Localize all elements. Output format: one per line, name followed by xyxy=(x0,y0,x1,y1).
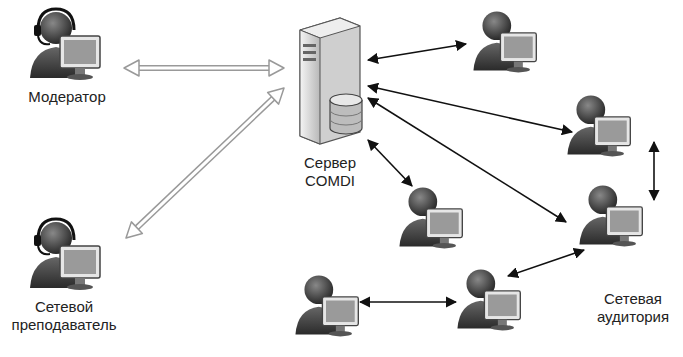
moderator-icon xyxy=(30,9,100,80)
node-caption: Сервер COMDI xyxy=(295,154,365,190)
teacher-icon xyxy=(30,219,100,290)
group-label: Сетевая аудитория xyxy=(588,290,678,326)
double-arrow xyxy=(126,88,284,238)
server-icon xyxy=(300,18,362,144)
server-node: Сервер COMDI xyxy=(282,18,378,190)
network-link xyxy=(360,44,654,302)
user-icon xyxy=(295,11,642,336)
node-caption: Модератор xyxy=(15,88,119,106)
user-node: Модератор xyxy=(12,6,122,106)
user-node: Сетевой преподаватель xyxy=(4,216,124,334)
node-caption: Сетевой преподаватель xyxy=(8,298,120,334)
double-arrow xyxy=(124,60,284,76)
